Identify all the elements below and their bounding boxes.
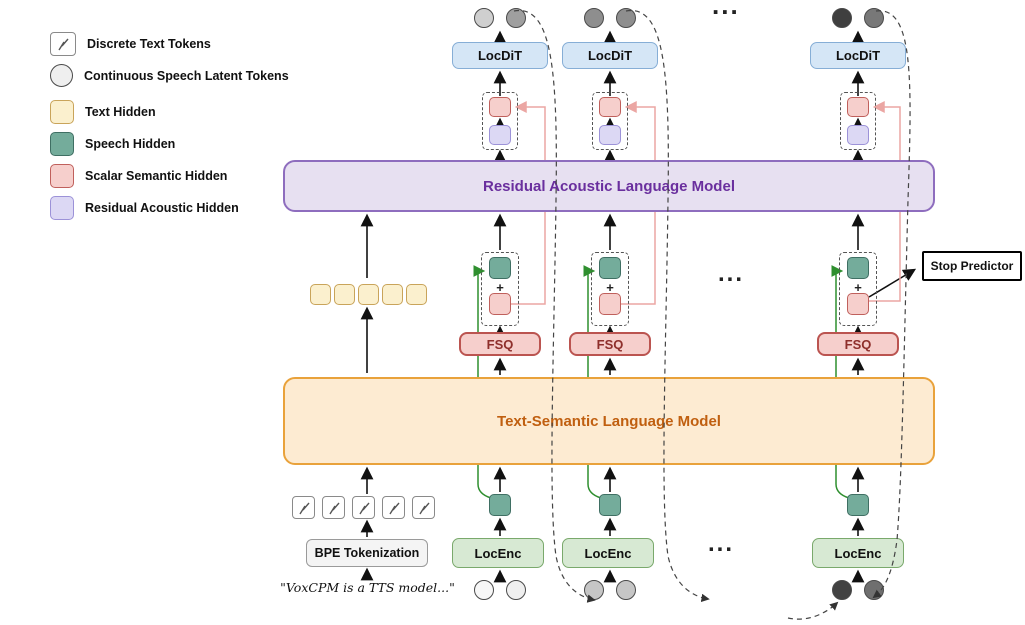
text-hidden-box [358, 284, 379, 305]
residual-acoustic-hidden-icon [50, 196, 74, 220]
text-hidden-box [406, 284, 427, 305]
speech-hidden-box [489, 257, 511, 279]
scalar-semantic-hidden-box [847, 293, 869, 315]
bpe-tokenization-box: BPE Tokenization [306, 539, 428, 567]
discrete-token-icon [50, 32, 76, 56]
latent-token-circle [474, 580, 494, 600]
latent-token-circle [584, 8, 604, 28]
latent-token-circle [864, 8, 884, 28]
scalar-semantic-hidden-box [847, 97, 869, 117]
fsq-box-1: FSQ [459, 332, 541, 356]
latent-token-circle [506, 8, 526, 28]
autoregressive-feedback-curve-1 [513, 9, 596, 603]
residual-acoustic-hidden-box [599, 125, 621, 145]
speech-hidden-box [847, 257, 869, 279]
legend-label: Text Hidden [85, 105, 156, 119]
speech-hidden-box [599, 494, 621, 516]
residual-acoustic-language-model: Residual Acoustic Language Model [283, 160, 935, 212]
text-hidden-box [310, 284, 331, 305]
discrete-token-icon [352, 496, 375, 519]
discrete-token-icon [322, 496, 345, 519]
speech-hidden-box [599, 257, 621, 279]
autoregressive-feedback-curve-3 [872, 10, 911, 599]
scalar-semantic-hidden-box [489, 293, 511, 315]
fsq-box-2: FSQ [569, 332, 651, 356]
locdit-box-3: LocDiT [810, 42, 906, 69]
plus-sign: + [496, 280, 504, 295]
ellipsis-middle: ... [718, 260, 745, 287]
latent-token-circle [584, 580, 604, 600]
stop-predictor-box: Stop Predictor [922, 251, 1022, 281]
speech-hidden-icon [50, 132, 74, 156]
text-hidden-icon [50, 100, 74, 124]
latent-token-circle [616, 580, 636, 600]
legend-label: Speech Hidden [85, 137, 176, 151]
scalar-semantic-hidden-box [599, 293, 621, 315]
ellipsis-bottom: ... [708, 530, 735, 557]
autoregressive-feedback-curve-4 [787, 601, 839, 620]
scalar-semantic-hidden-box [489, 97, 511, 117]
legend-label: Residual Acoustic Hidden [85, 201, 239, 215]
latent-token-circle [832, 580, 852, 600]
scalar-semantic-hidden-box [599, 97, 621, 117]
ellipsis-top: ... [712, 0, 740, 20]
locdit-box-2: LocDiT [562, 42, 658, 69]
plus-sign: + [606, 280, 614, 295]
locenc-box-3: LocEnc [812, 538, 904, 568]
speech-hidden-box [489, 494, 511, 516]
discrete-token-icon [412, 496, 435, 519]
speech-latent-circle-icon [50, 64, 73, 87]
input-text-quote: "VoxCPM is a TTS model..." [280, 580, 455, 595]
legend-label: Continuous Speech Latent Tokens [84, 68, 289, 83]
text-hidden-box [382, 284, 403, 305]
legend-item-speech-latent-tokens: Continuous Speech Latent Tokens [50, 64, 289, 87]
text-hidden-box [334, 284, 355, 305]
latent-token-circle [506, 580, 526, 600]
residual-acoustic-hidden-box [847, 125, 869, 145]
speech-hidden-box [847, 494, 869, 516]
latent-token-circle [474, 8, 494, 28]
residual-acoustic-hidden-box [489, 125, 511, 145]
legend-item-discrete-text-tokens: Discrete Text Tokens [50, 32, 211, 56]
locdit-box-1: LocDiT [452, 42, 548, 69]
locenc-box-1: LocEnc [452, 538, 544, 568]
latent-token-circle [616, 8, 636, 28]
autoregressive-feedback-curve-2 [625, 9, 710, 603]
legend-label: Discrete Text Tokens [87, 37, 211, 51]
fsq-box-3: FSQ [817, 332, 899, 356]
legend-item-residual-acoustic-hidden: Residual Acoustic Hidden [50, 196, 239, 220]
discrete-token-icon [382, 496, 405, 519]
locenc-box-2: LocEnc [562, 538, 654, 568]
text-semantic-language-model: Text-Semantic Language Model [283, 377, 935, 465]
legend-label: Scalar Semantic Hidden [85, 169, 228, 183]
legend-item-scalar-semantic-hidden: Scalar Semantic Hidden [50, 164, 227, 188]
latent-token-circle [864, 580, 884, 600]
scalar-semantic-hidden-icon [50, 164, 74, 188]
legend-item-text-hidden: Text Hidden [50, 100, 156, 124]
legend-item-speech-hidden: Speech Hidden [50, 132, 175, 156]
plus-sign: + [854, 280, 862, 295]
latent-token-circle [832, 8, 852, 28]
discrete-token-icon [292, 496, 315, 519]
